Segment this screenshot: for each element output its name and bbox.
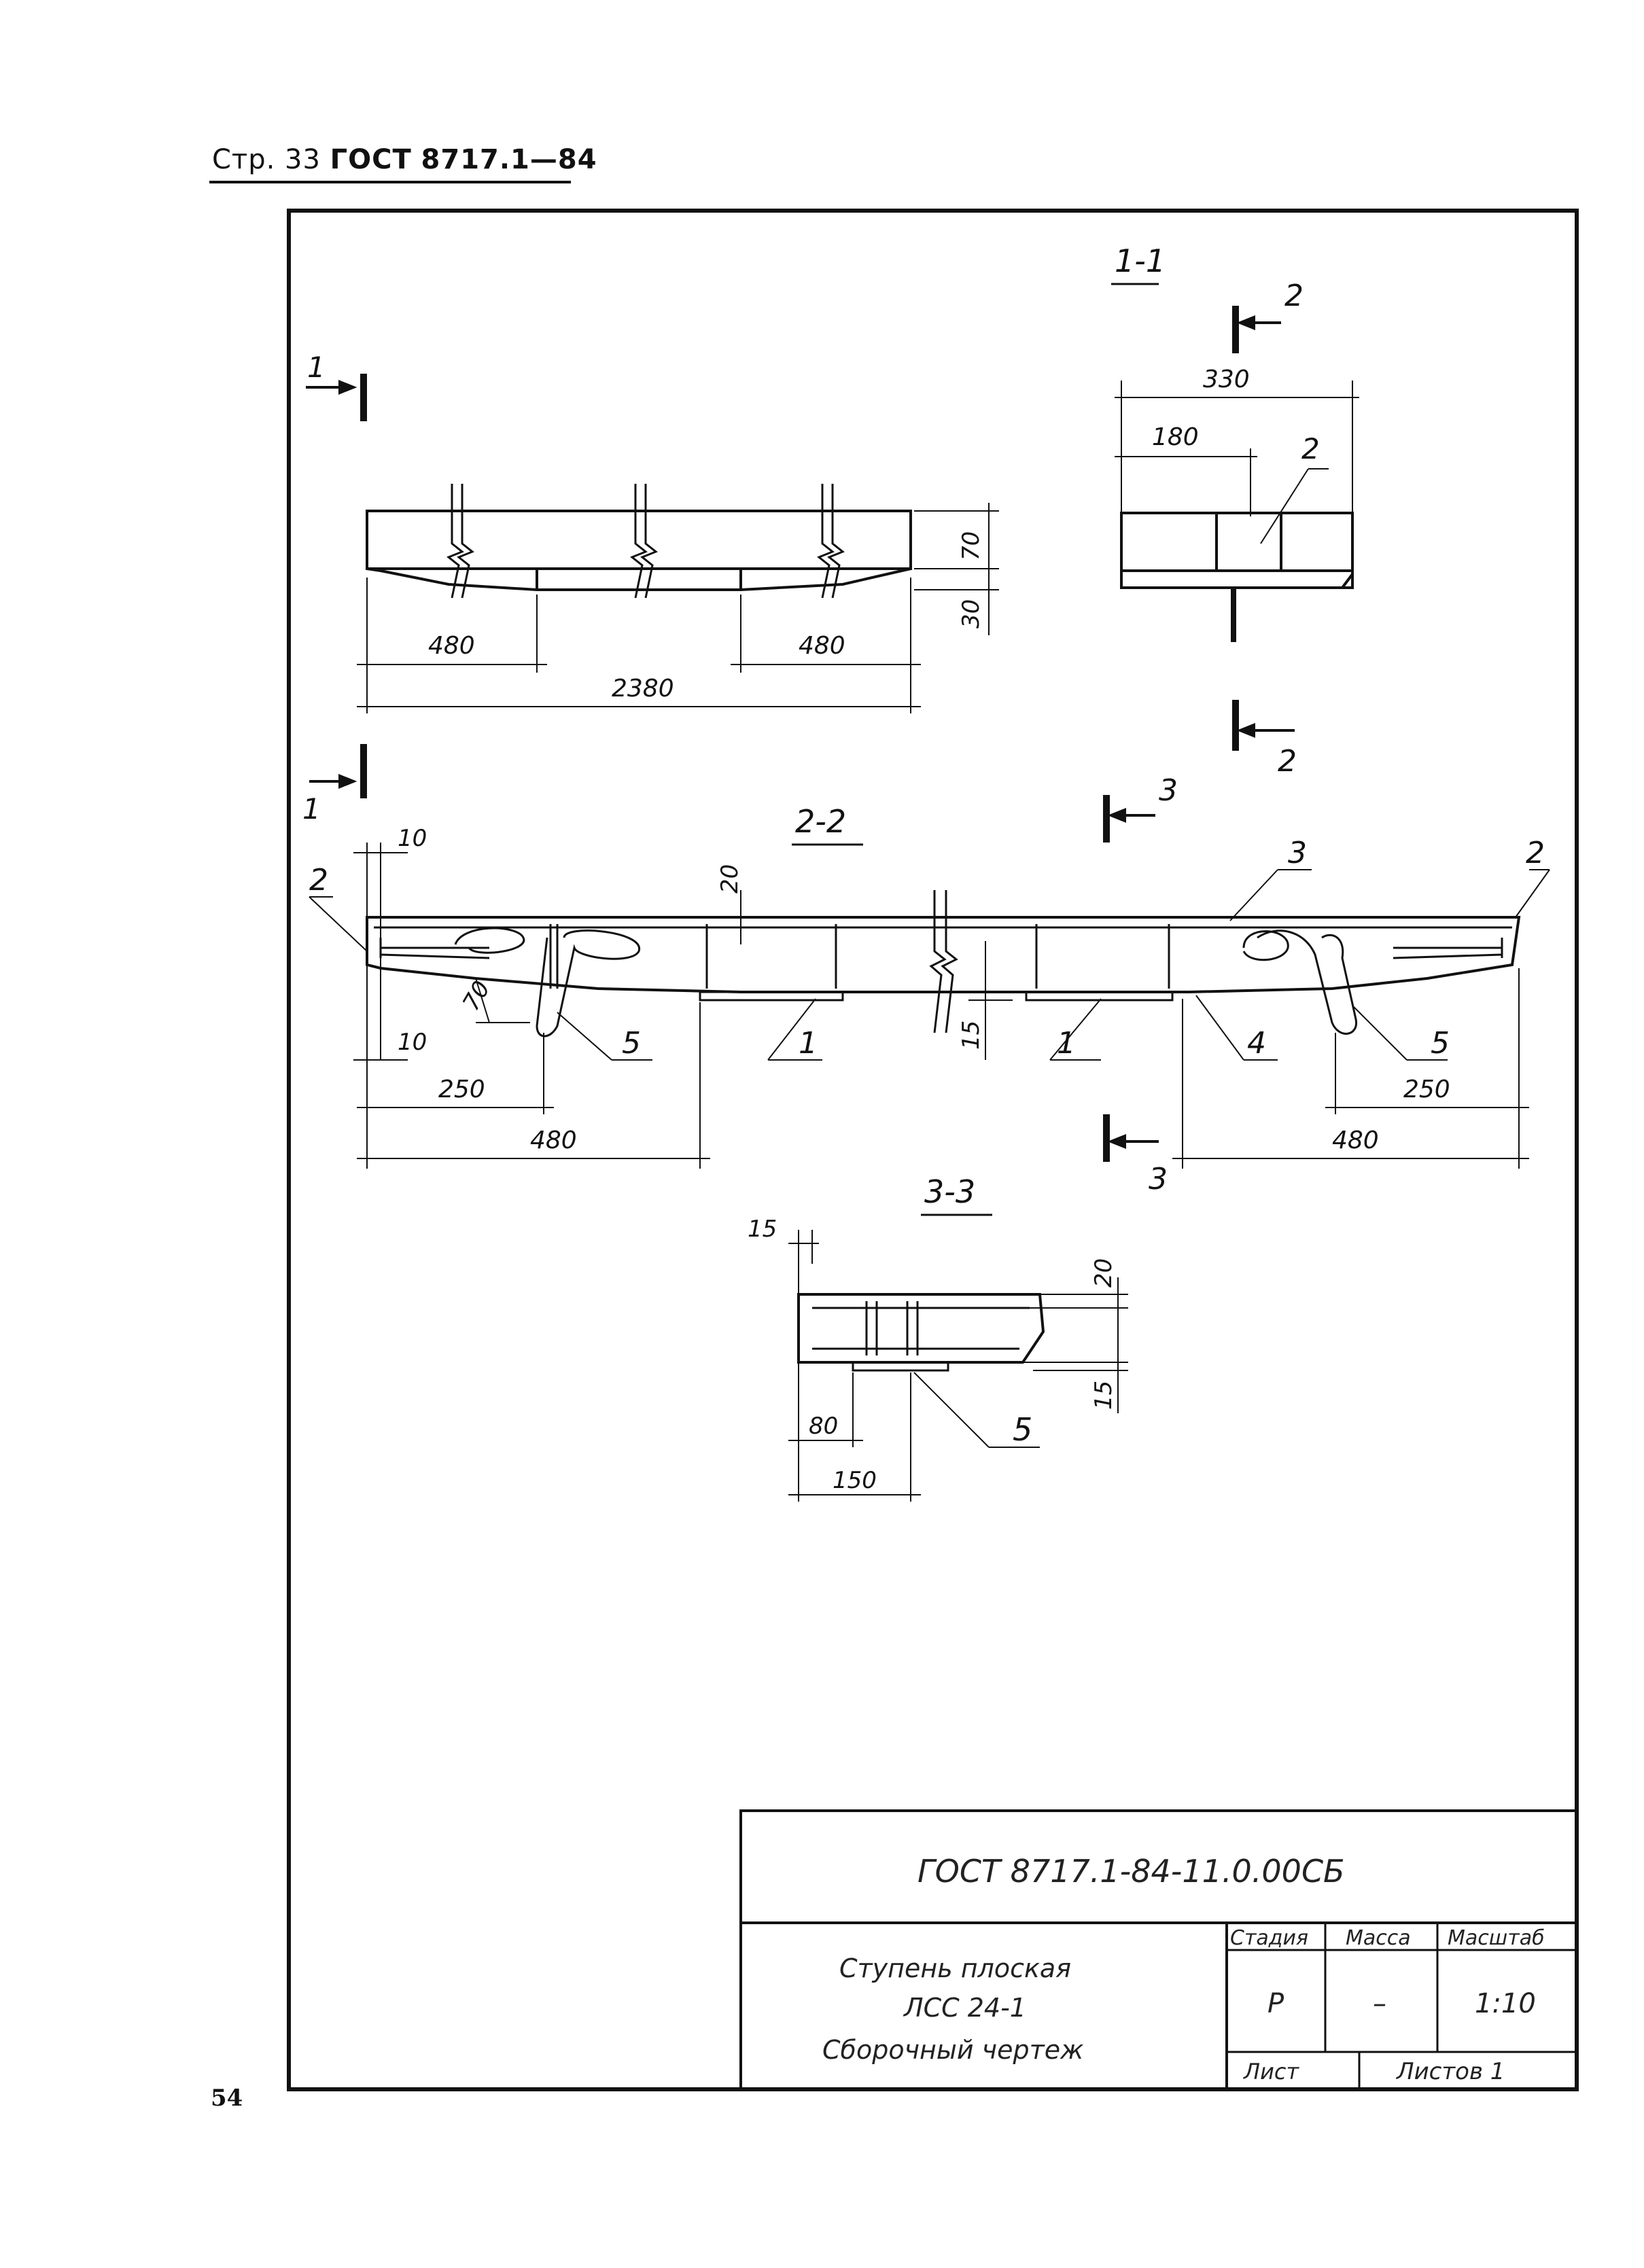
sheets-label: Листов 1 [1395, 2058, 1505, 2085]
section-1-1-title: 1-1 [1115, 243, 1166, 279]
callout-4: 4 [1247, 1026, 1266, 1061]
cut-mark-1 [306, 374, 367, 798]
col-mass: Масса [1346, 1926, 1411, 1950]
callout-2-right: 2 [1526, 836, 1545, 870]
cut-label-1a: 1 [307, 351, 326, 384]
callout-1-left: 1 [799, 1026, 818, 1061]
cut-label-2a: 2 [1284, 279, 1304, 313]
page-header: Стр. 33 ГОСТ 8717.1—84 [212, 144, 597, 175]
dim-150: 150 [833, 1467, 877, 1494]
stage-value: Р [1267, 1988, 1284, 2019]
dim-250-left: 250 [438, 1076, 485, 1103]
dim-15-s33: 15 [1090, 1381, 1117, 1410]
page-label: Стр. 33 [212, 144, 321, 175]
standard-number: 8717.1—84 [421, 144, 597, 175]
cut-mark-2 [1232, 306, 1295, 751]
callout-2-left: 2 [309, 863, 328, 898]
page-number: 54 [211, 2085, 243, 2112]
sheet-frame [287, 209, 1579, 2091]
dim-480-right-top: 480 [799, 632, 845, 660]
callout-5-s33: 5 [1013, 1411, 1032, 1448]
scale-value: 1:10 [1475, 1988, 1536, 2019]
dim-480-right: 480 [1332, 1127, 1379, 1154]
dim-30-top: 30 [958, 599, 985, 628]
section-2-2-title: 2-2 [795, 803, 846, 840]
dim-70-top: 70 [958, 531, 985, 561]
document-code: ГОСТ 8717.1-84-11.0.00СБ [917, 1853, 1345, 1890]
title-block [739, 1809, 1578, 2091]
dim-480-left: 480 [530, 1127, 577, 1154]
section-1-1 [1115, 380, 1359, 642]
item-name-line1: Ступень плоская [839, 1953, 1071, 1983]
standard-label: ГОСТ [330, 144, 412, 175]
dim-15: 15 [958, 1021, 985, 1050]
section-2-2 [309, 843, 1550, 1169]
sheet-label: Лист [1243, 2059, 1299, 2085]
dim-70: 70 [457, 976, 495, 1015]
cut-label-3b: 3 [1149, 1162, 1168, 1197]
top-view [357, 484, 999, 713]
dim-250-right: 250 [1403, 1076, 1450, 1103]
dim-10-top: 10 [398, 825, 427, 852]
item-name-line3: Сборочный чертеж [822, 2035, 1083, 2065]
callout-3: 3 [1288, 836, 1307, 870]
cut-mark-3 [1103, 795, 1159, 1162]
col-scale: Масштаб [1448, 1926, 1545, 1950]
cut-label-1b: 1 [302, 792, 321, 826]
section-3-3 [788, 1230, 1128, 1502]
dim-480-left-top: 480 [428, 632, 475, 660]
cut-label-2b: 2 [1278, 744, 1297, 779]
callout-1-right: 1 [1057, 1026, 1076, 1061]
callout-5-right: 5 [1431, 1026, 1450, 1061]
dim-10-bottom: 10 [398, 1029, 427, 1056]
callout-5-left: 5 [622, 1026, 641, 1061]
dim-2380: 2380 [612, 675, 674, 703]
dim-20: 20 [716, 864, 744, 893]
dim-15-left: 15 [748, 1216, 777, 1243]
callout-2-s11: 2 [1301, 432, 1320, 465]
dim-80: 80 [809, 1413, 838, 1440]
dim-330: 330 [1203, 366, 1250, 393]
mass-value: – [1373, 1988, 1386, 2019]
item-name-line2: ЛСС 24-1 [903, 1993, 1026, 2023]
cut-label-3a: 3 [1159, 773, 1178, 808]
dim-20-s33: 20 [1090, 1258, 1117, 1288]
col-stage: Стадия [1230, 1926, 1308, 1950]
section-3-3-title: 3-3 [924, 1173, 975, 1210]
dim-180: 180 [1152, 423, 1199, 451]
